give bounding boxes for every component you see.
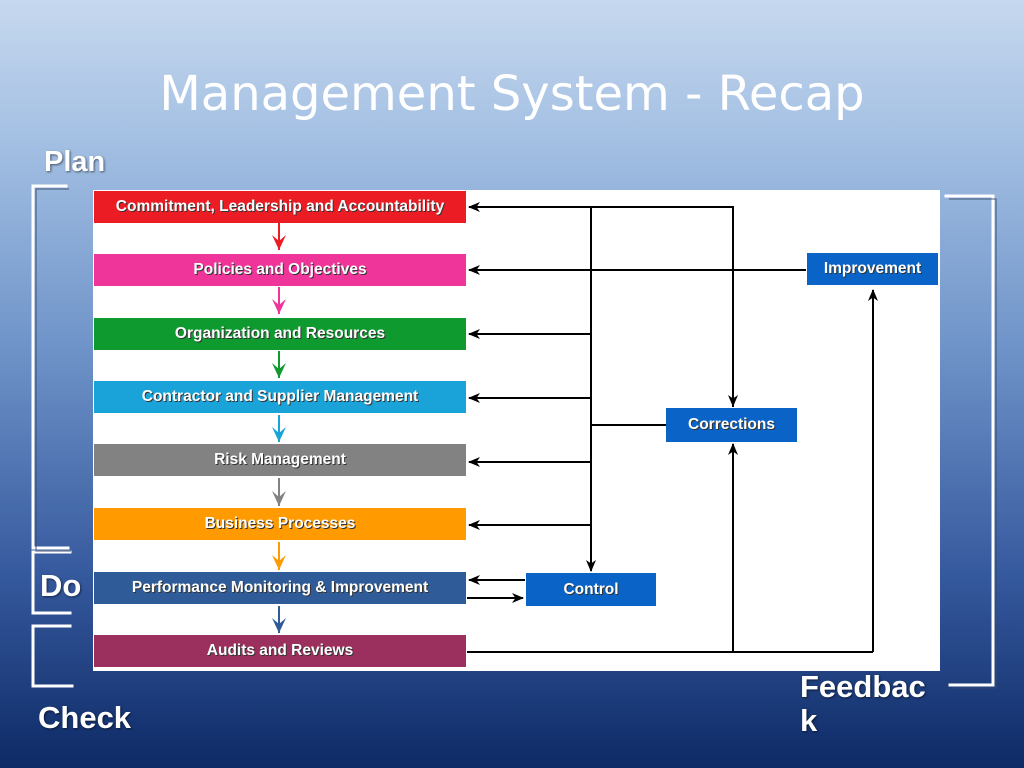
feedback-label: Feedbac k: [800, 669, 926, 738]
step-risk: Risk Management: [94, 444, 466, 476]
step-performance: Performance Monitoring & Improvement: [94, 572, 466, 604]
improvement-box: Improvement: [807, 253, 938, 285]
plan-label: Plan: [44, 146, 106, 178]
step-contractor: Contractor and Supplier Management: [94, 381, 466, 413]
step-business: Business Processes: [94, 508, 466, 540]
do-bracket: [31, 550, 72, 615]
plan-bracket: [31, 184, 70, 550]
step-policies: Policies and Objectives: [94, 254, 466, 286]
do-label: Do: [40, 568, 82, 603]
feedback-bracket: [944, 194, 995, 687]
step-commitment: Commitment, Leadership and Accountabilit…: [94, 191, 466, 223]
control-box: Control: [526, 573, 656, 606]
step-audits: Audits and Reviews: [94, 635, 466, 667]
corrections-box: Corrections: [666, 408, 797, 442]
management-system-diagram: Commitment, Leadership and Accountabilit…: [93, 190, 940, 671]
flow-lines: [272, 202, 878, 653]
slide-title: Management System - Recap: [159, 66, 865, 122]
corrections-to-commitment: [469, 206, 734, 407]
step-organization: Organization and Resources: [94, 318, 466, 350]
check-bracket: [31, 624, 74, 688]
check-label: Check: [38, 700, 132, 735]
